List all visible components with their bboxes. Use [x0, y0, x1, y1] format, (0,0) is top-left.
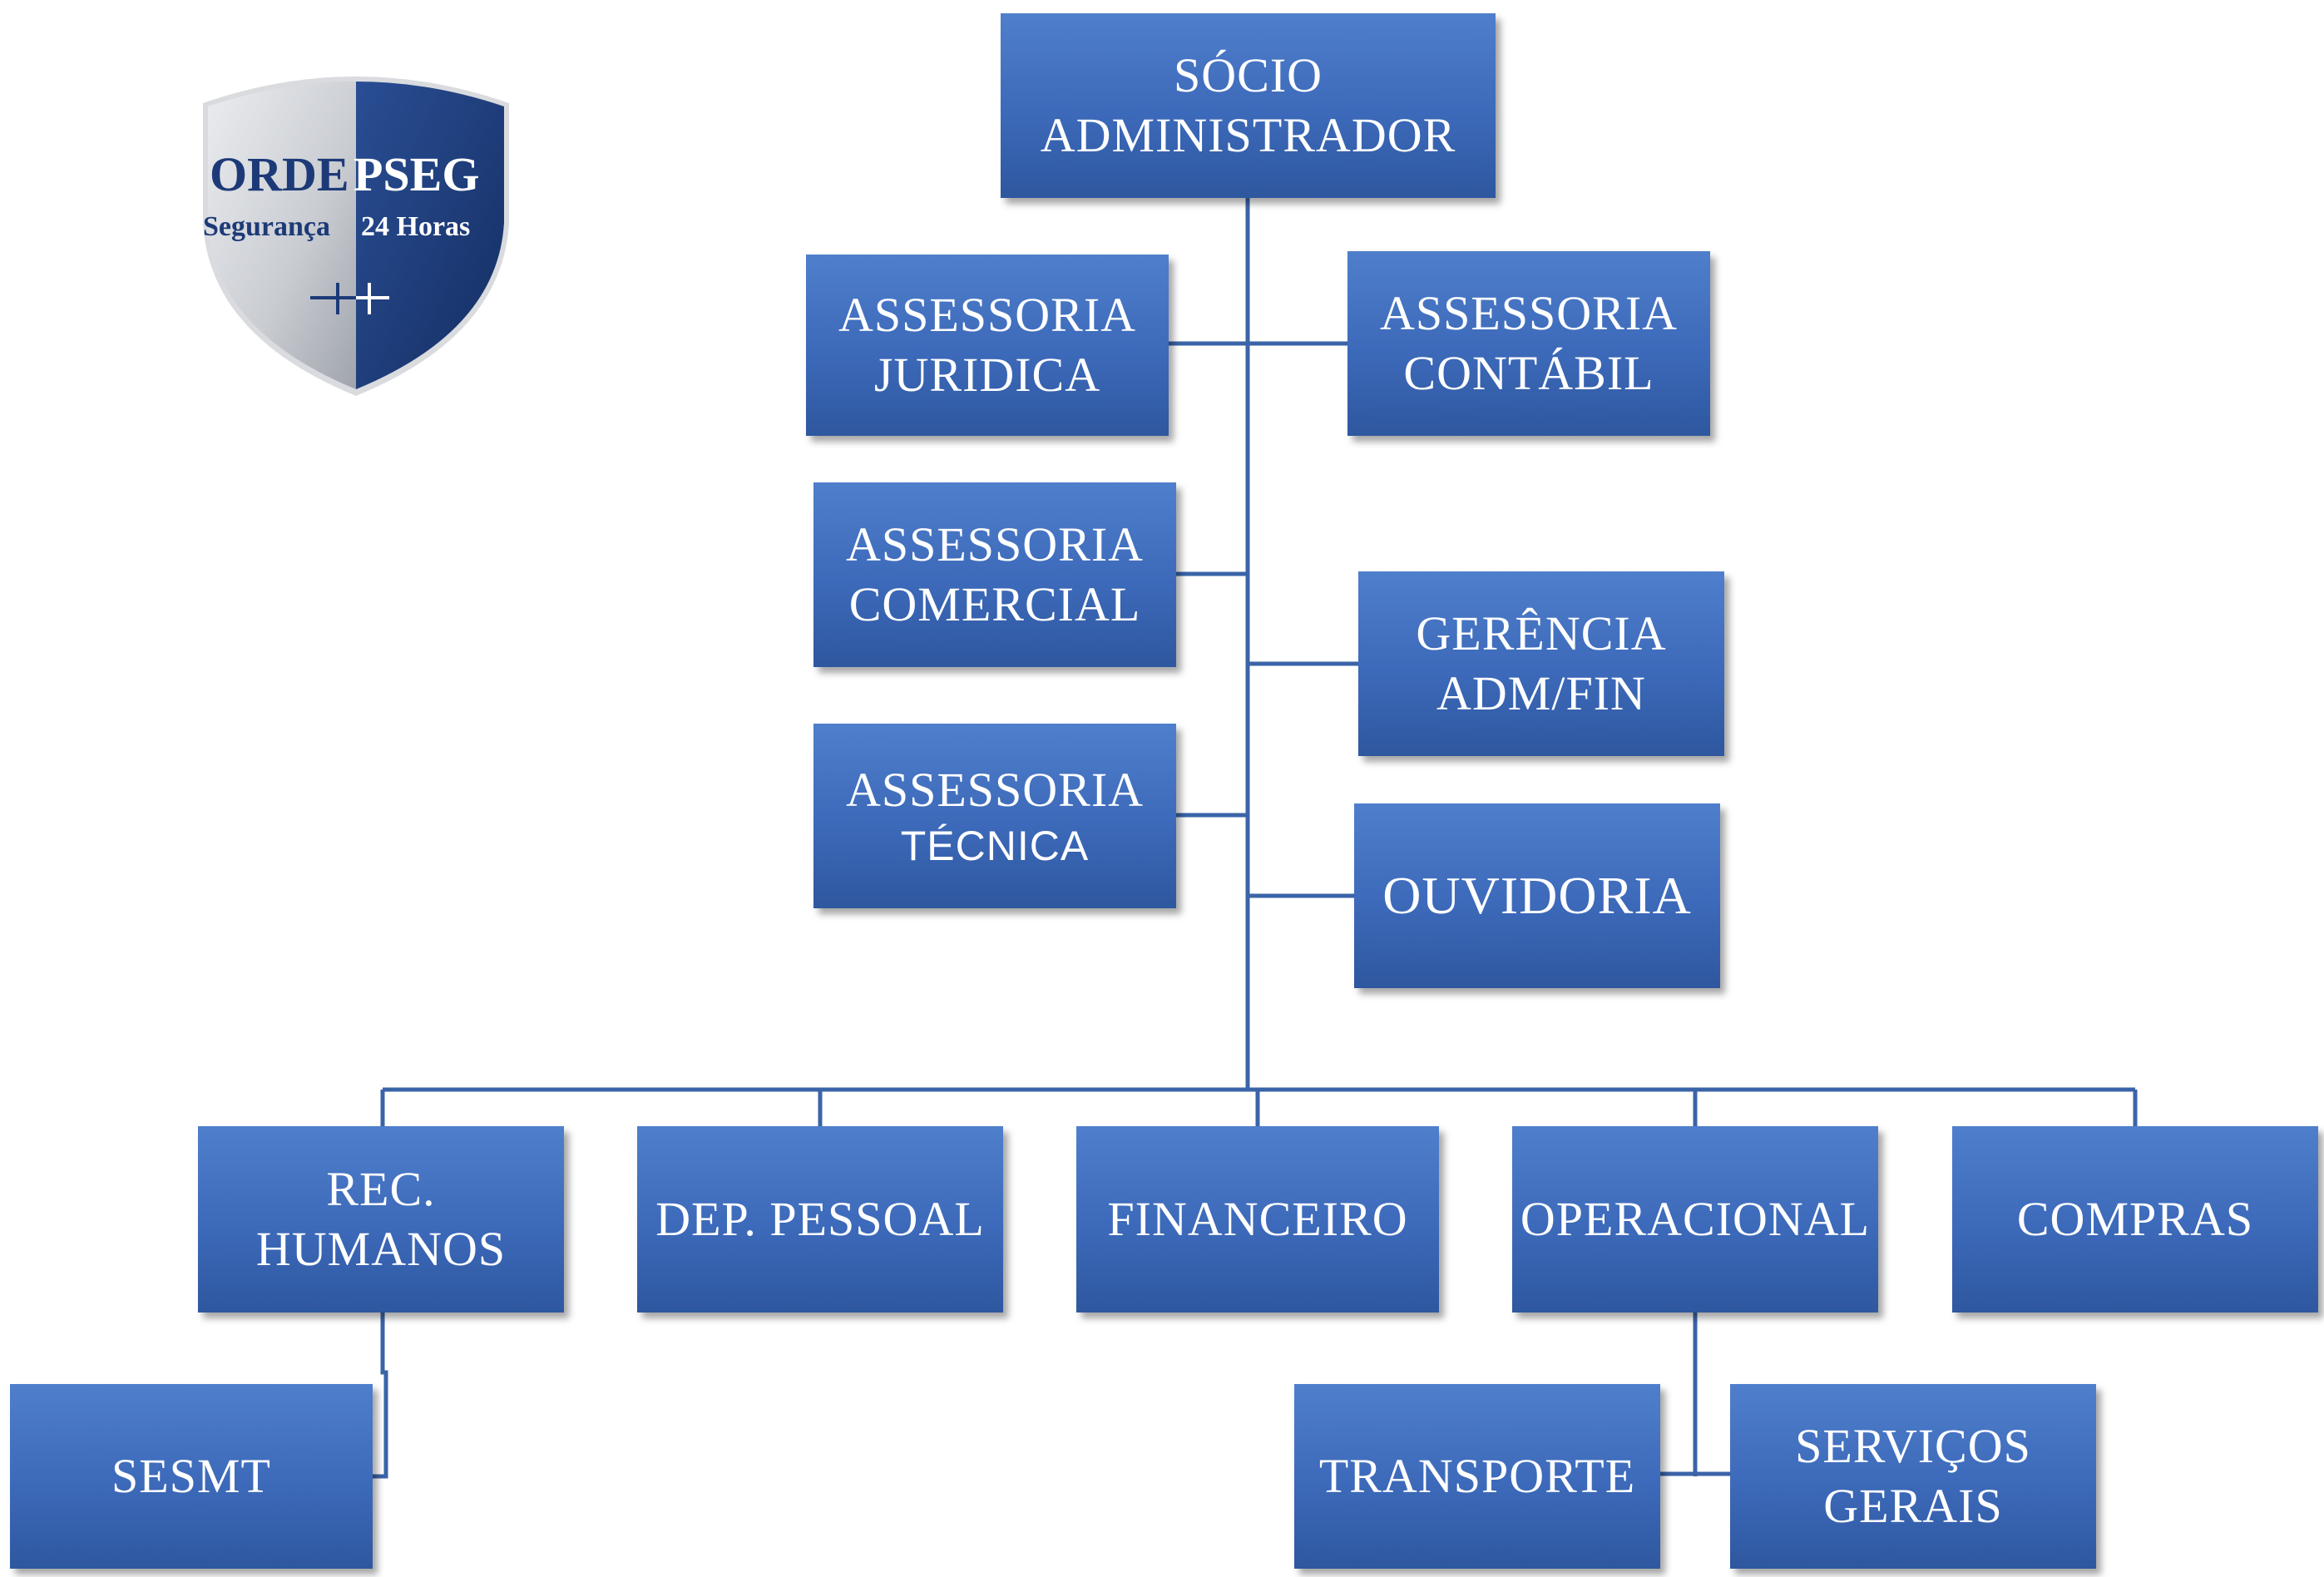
node-label-line1: ASSESSORIA [845, 762, 1145, 817]
node-operacional[interactable]: OPERACIONAL [1512, 1126, 1878, 1313]
node-assessoria-contabil[interactable]: ASSESSORIA CONTÁBIL [1347, 251, 1710, 436]
node-rec-humanos[interactable]: REC. HUMANOS [198, 1126, 564, 1313]
node-sesmt[interactable]: SESMT [10, 1384, 373, 1569]
node-label-line1: OUVIDORIA [1382, 866, 1692, 925]
node-assessoria-comercial[interactable]: ASSESSORIA COMERCIAL [813, 482, 1176, 667]
node-label-line1: DEP. PESSOAL [655, 1191, 985, 1246]
node-assessoria-tecnica[interactable]: ASSESSORIA TÉCNICA [813, 724, 1176, 908]
node-compras[interactable]: COMPRAS [1952, 1126, 2318, 1313]
logo-brand-left: ORDE [210, 147, 349, 201]
node-label-line2: HUMANOS [255, 1222, 507, 1276]
node-label-line2: TÉCNICA [900, 823, 1090, 869]
node-label-line1: TRANSPORTE [1318, 1448, 1636, 1503]
logo-tagline-right: 24 Horas [361, 211, 471, 242]
node-label-line2: ADM/FIN [1436, 666, 1646, 720]
node-socio-administrador[interactable]: SÓCIO ADMINISTRADOR [1001, 13, 1496, 198]
logo-brand-right: PSEG [354, 147, 480, 201]
node-label-line2: JURIDICA [873, 348, 1101, 402]
node-label-line2: COMERCIAL [848, 577, 1141, 631]
node-label-line1: SESMT [111, 1448, 271, 1503]
node-label-line1: REC. [326, 1161, 436, 1216]
node-label-line1: COMPRAS [2016, 1191, 2254, 1246]
node-ouvidoria[interactable]: OUVIDORIA [1354, 803, 1720, 988]
node-label-line1: ASSESSORIA [845, 517, 1145, 571]
node-label-line2: ADMINISTRADOR [1040, 108, 1456, 162]
node-label-line1: SÓCIO [1173, 47, 1323, 102]
node-dep-pessoal[interactable]: DEP. PESSOAL [637, 1126, 1003, 1313]
node-label-line1: GERÊNCIA [1416, 606, 1667, 660]
shield-icon [203, 77, 509, 396]
node-label-line2: GERAIS [1823, 1479, 2003, 1533]
node-label-line1: SERVIÇOS [1795, 1418, 2031, 1473]
node-transporte[interactable]: TRANSPORTE [1294, 1384, 1660, 1569]
connector-sesmt [373, 1313, 388, 1479]
node-servicos-gerais[interactable]: SERVIÇOS GERAIS [1730, 1384, 2096, 1569]
node-label-line1: ASSESSORIA [1379, 285, 1679, 340]
logo-tagline-left: Segurança [203, 211, 330, 242]
node-label-line1: FINANCEIRO [1107, 1191, 1408, 1246]
node-financeiro[interactable]: FINANCEIRO [1076, 1126, 1439, 1313]
node-label-line1: ASSESSORIA [838, 287, 1137, 342]
company-logo: ORDE PSEG Segurança 24 Horas [198, 65, 514, 398]
node-gerencia-adm-fin[interactable]: GERÊNCIA ADM/FIN [1358, 571, 1724, 756]
node-label-line1: OPERACIONAL [1520, 1191, 1871, 1246]
node-label-line2: CONTÁBIL [1403, 346, 1654, 400]
node-assessoria-juridica[interactable]: ASSESSORIA JURIDICA [806, 255, 1169, 436]
